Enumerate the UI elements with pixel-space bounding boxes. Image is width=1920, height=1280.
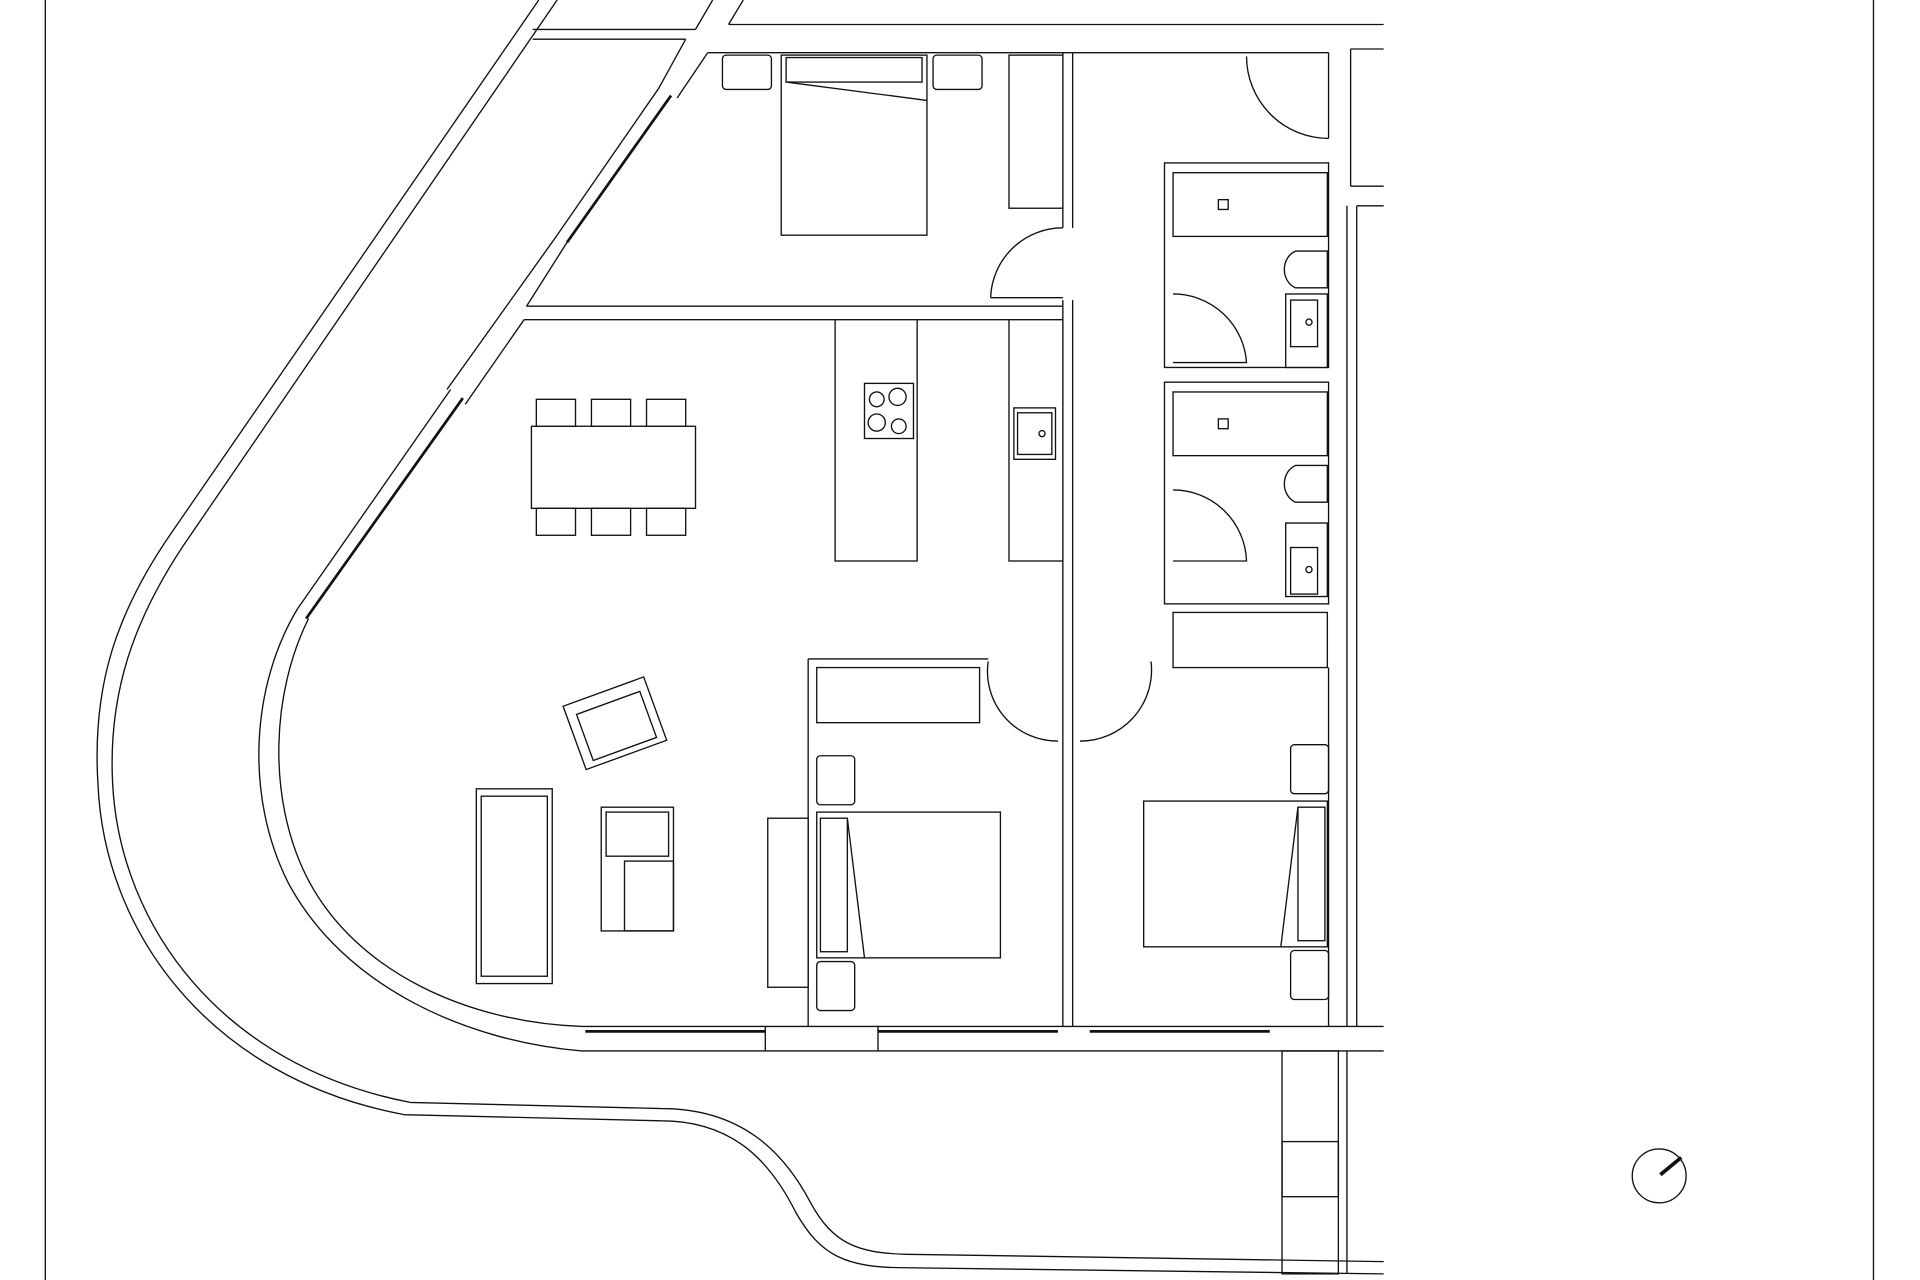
bedroom-1 — [721, 54, 1064, 236]
north-arrow-icon — [1631, 1148, 1687, 1204]
bathroom-1 — [1163, 162, 1330, 369]
bedroom-2 — [767, 666, 1002, 1012]
kitchen — [834, 319, 1064, 562]
exterior-walls — [258, 23, 1384, 1052]
bathroom-2 — [1163, 381, 1330, 669]
sheet-border — [44, 0, 1875, 1280]
bedroom-3 — [1143, 667, 1330, 1027]
living-furniture — [475, 676, 675, 985]
terrace-outline — [96, 0, 1384, 1275]
dining-set — [530, 398, 697, 536]
corridor-storage — [1281, 1050, 1348, 1275]
